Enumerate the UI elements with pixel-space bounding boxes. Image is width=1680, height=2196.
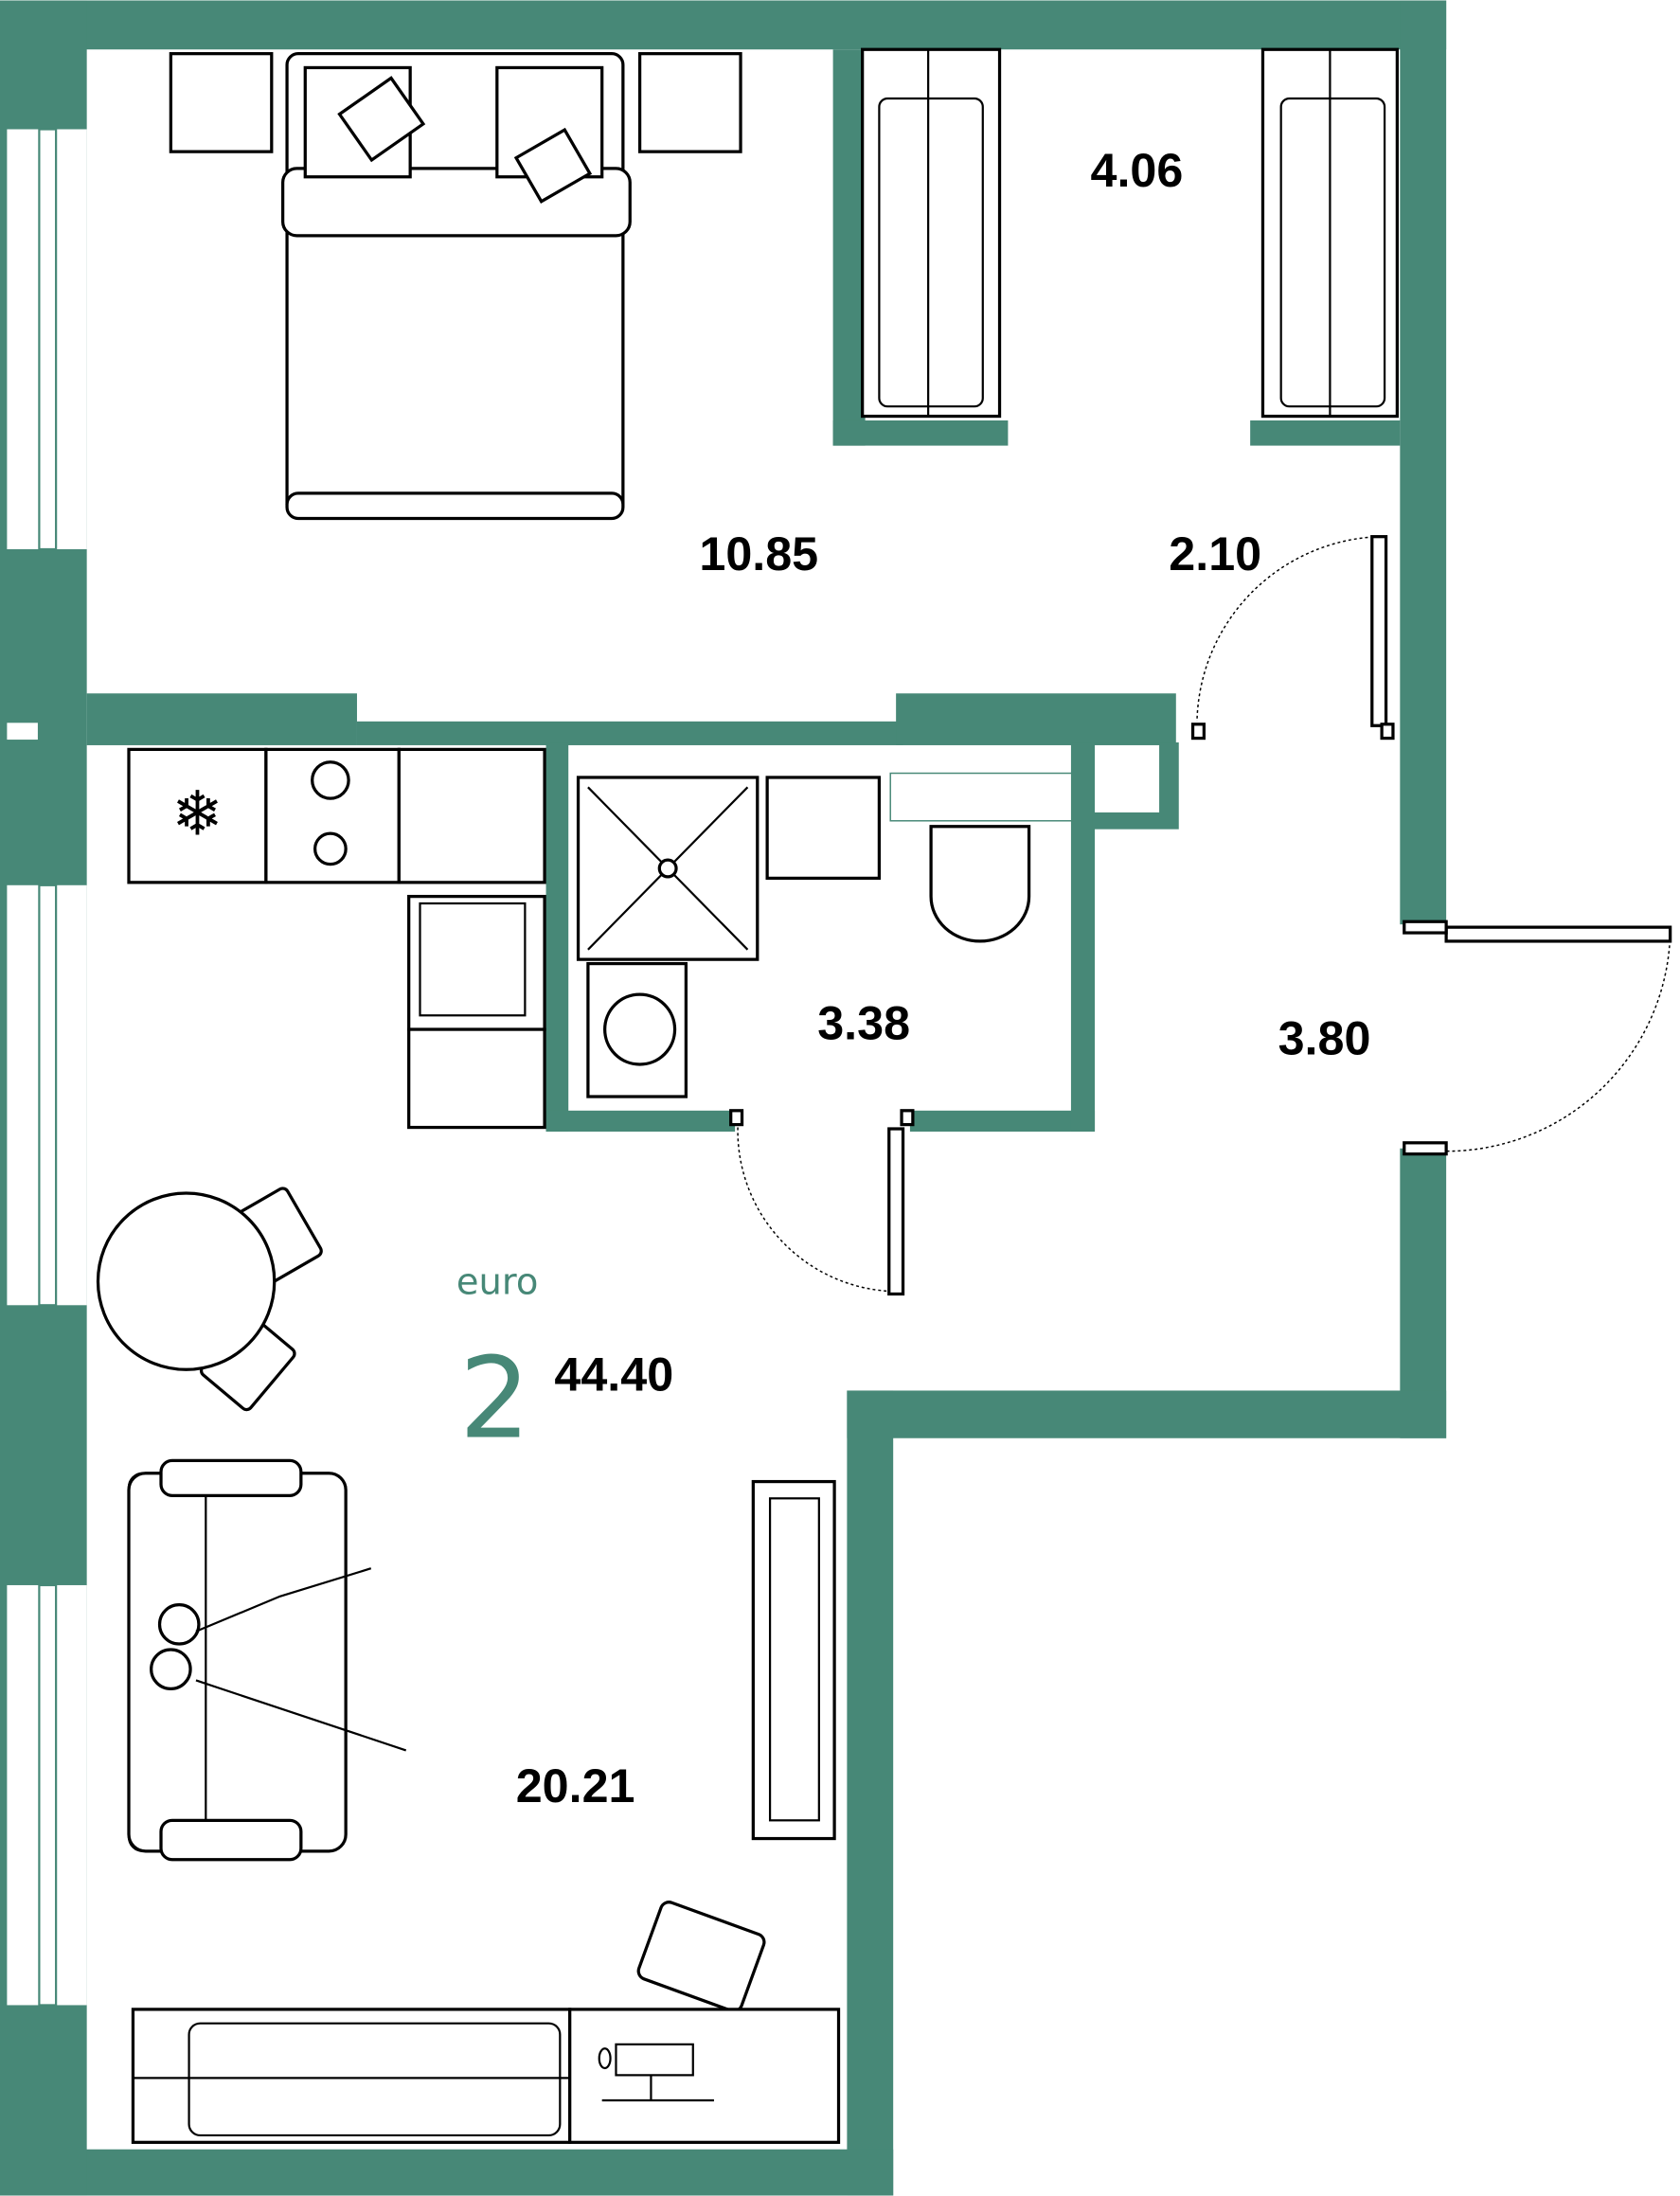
area-label-wardrobe: 4.06	[1091, 144, 1184, 197]
bed	[280, 52, 632, 521]
area-label-bedroom: 10.85	[699, 527, 818, 580]
sofa	[127, 1458, 407, 1862]
door-corridor	[1190, 535, 1395, 741]
door-bathroom	[729, 1109, 915, 1296]
windows	[7, 128, 87, 2007]
window-living	[7, 1583, 87, 2007]
total-area: 44.40	[554, 1348, 673, 1401]
nightstand-left	[169, 52, 274, 153]
rooms-count: 2	[459, 1332, 530, 1463]
area-label-corridor: 2.10	[1169, 527, 1261, 580]
snowflake-icon: ❄	[171, 781, 223, 849]
wardrobe-left	[861, 47, 1002, 419]
storage-unit	[131, 2008, 572, 2144]
tv-stand	[751, 1479, 836, 1841]
kitchen-unit: ❄	[127, 747, 546, 1130]
window-bedroom	[7, 128, 87, 551]
walls	[0, 0, 1447, 2196]
door-entrance	[1403, 919, 1672, 1156]
bathroom-fixtures	[576, 772, 1074, 1098]
doors	[729, 535, 1672, 1296]
dining-table	[96, 1187, 323, 1412]
wardrobe-right	[1260, 47, 1400, 419]
area-label-bathroom: 3.38	[817, 996, 910, 1049]
desk	[568, 2008, 841, 2144]
window-kitchen	[7, 884, 87, 1307]
apartment-type-label: euro	[456, 1260, 538, 1303]
area-label-living: 20.21	[516, 1759, 635, 1812]
nightstand-right	[637, 52, 742, 153]
armchair	[636, 1901, 766, 2013]
area-label-hall: 3.80	[1278, 1012, 1371, 1065]
